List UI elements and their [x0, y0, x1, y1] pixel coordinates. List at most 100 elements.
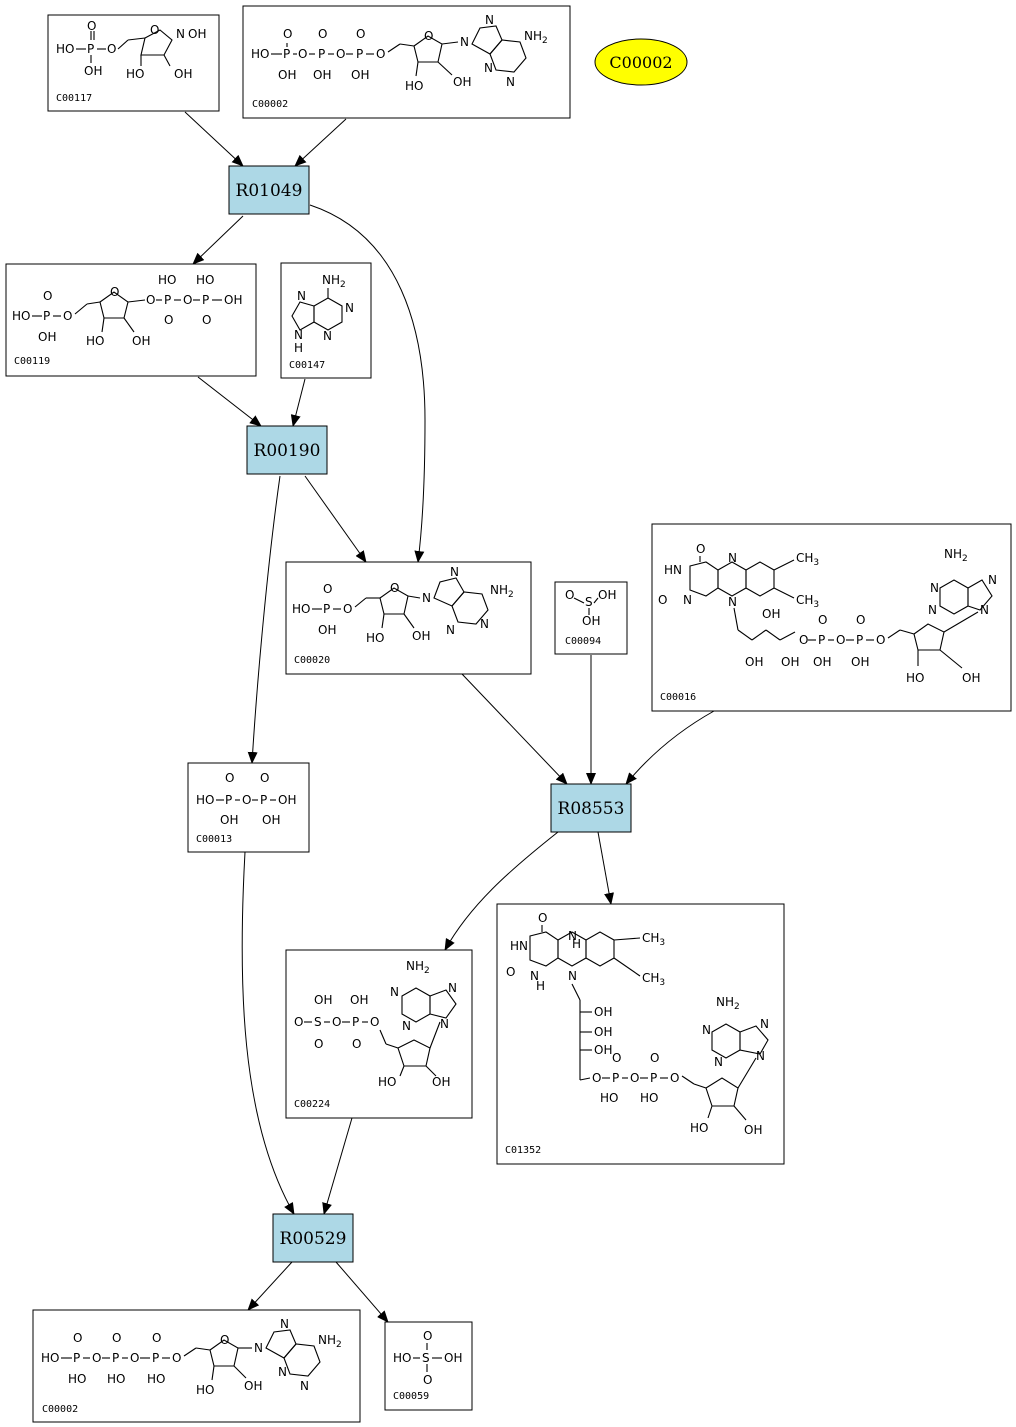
svg-text:O: O — [352, 1037, 361, 1051]
reaction-r00529[interactable]: R00529 — [272, 1213, 354, 1263]
edges — [184, 111, 715, 1323]
svg-text:HO: HO — [251, 47, 269, 61]
svg-text:O: O — [592, 1071, 601, 1085]
reaction-r01049[interactable]: R01049 — [228, 165, 310, 215]
svg-text:HO: HO — [378, 1075, 396, 1089]
svg-text:OH: OH — [598, 588, 616, 602]
svg-text:HO: HO — [12, 309, 30, 323]
compound-label: C00013 — [196, 834, 232, 845]
svg-text:OH: OH — [582, 614, 600, 628]
svg-text:O: O — [183, 293, 192, 307]
svg-text:O: O — [242, 793, 251, 807]
svg-text:O: O — [150, 23, 159, 37]
svg-text:N: N — [448, 981, 457, 995]
highlight-node[interactable]: C00002 — [594, 38, 688, 86]
svg-text:N: N — [756, 1049, 765, 1063]
svg-text:P: P — [112, 1351, 119, 1365]
svg-text:HO: HO — [640, 1091, 658, 1105]
svg-text:N: N — [485, 13, 494, 27]
svg-text:OH: OH — [350, 993, 368, 1007]
svg-text:OH: OH — [38, 330, 56, 344]
svg-text:O: O — [107, 42, 116, 56]
svg-text:O: O — [130, 1351, 139, 1365]
svg-text:O: O — [164, 313, 173, 327]
svg-text:N: N — [530, 969, 539, 983]
reaction-label: R00529 — [280, 1229, 347, 1249]
svg-text:O: O — [538, 911, 547, 925]
svg-text:OH: OH — [412, 629, 430, 643]
compound-c00059[interactable]: O HO S OH O C00059 — [384, 1321, 473, 1411]
svg-text:OH: OH — [278, 793, 296, 807]
svg-text:O: O — [152, 1331, 161, 1345]
reaction-label: R00190 — [254, 441, 321, 461]
svg-text:N: N — [728, 595, 737, 609]
svg-text:OH: OH — [220, 813, 238, 827]
edge-r00529-c00059 — [335, 1261, 389, 1323]
svg-text:OH: OH — [813, 655, 831, 669]
edge-c00147-r00190 — [290, 378, 306, 427]
svg-text:N: N — [294, 328, 303, 342]
svg-text:P: P — [818, 633, 825, 647]
svg-text:NH2: NH2 — [406, 959, 430, 976]
svg-text:CH3: CH3 — [642, 971, 665, 988]
svg-text:N: N — [300, 1379, 309, 1393]
svg-text:HO: HO — [41, 1351, 59, 1365]
svg-text:P: P — [612, 1071, 619, 1085]
svg-text:HO: HO — [196, 273, 214, 287]
svg-text:NH2: NH2 — [490, 583, 514, 600]
svg-text:O: O — [314, 1037, 323, 1051]
svg-text:S: S — [422, 1351, 430, 1365]
svg-text:O: O — [294, 1015, 303, 1029]
svg-text:O: O — [298, 47, 307, 61]
svg-text:O: O — [423, 1373, 432, 1387]
svg-text:HO: HO — [86, 334, 104, 348]
svg-text:O: O — [856, 613, 865, 627]
svg-text:HO: HO — [158, 273, 176, 287]
edge-c00117-r01049 — [184, 111, 244, 167]
svg-text:N: N — [254, 1341, 263, 1355]
svg-text:HO: HO — [196, 793, 214, 807]
edge-r08553-c00224 — [444, 831, 559, 951]
svg-text:NH2: NH2 — [524, 29, 548, 46]
svg-text:O: O — [332, 1015, 341, 1029]
svg-text:O: O — [112, 1331, 121, 1345]
svg-text:O: O — [87, 19, 96, 33]
reaction-r08553[interactable]: R08553 — [550, 783, 632, 833]
svg-text:O: O — [283, 27, 292, 41]
svg-text:HN: HN — [664, 563, 682, 577]
edge-c00016-r08553 — [625, 710, 715, 785]
compound-c00147[interactable]: NH2 NN NNH C00147 — [280, 262, 372, 379]
svg-text:P: P — [356, 47, 363, 61]
svg-text:N: N — [422, 591, 431, 605]
svg-text:N: N — [480, 617, 489, 631]
svg-text:NH2: NH2 — [944, 547, 968, 564]
svg-text:O: O — [630, 1071, 639, 1085]
reaction-r00190[interactable]: R00190 — [246, 425, 328, 475]
svg-text:N: N — [450, 565, 459, 579]
compound-label: C00002 — [252, 99, 288, 110]
svg-text:P: P — [650, 1071, 657, 1085]
edge-c00119-r00190 — [197, 376, 262, 427]
svg-text:HO: HO — [690, 1121, 708, 1135]
svg-text:N: N — [176, 27, 185, 41]
svg-text:N: N — [928, 603, 937, 617]
svg-text:OH: OH — [278, 68, 296, 82]
svg-text:N: N — [988, 573, 997, 587]
svg-text:O: O — [172, 1351, 181, 1365]
svg-text:OH: OH — [314, 993, 332, 1007]
svg-text:O: O — [43, 289, 52, 303]
svg-text:H: H — [294, 341, 303, 355]
svg-text:O: O — [799, 633, 808, 647]
